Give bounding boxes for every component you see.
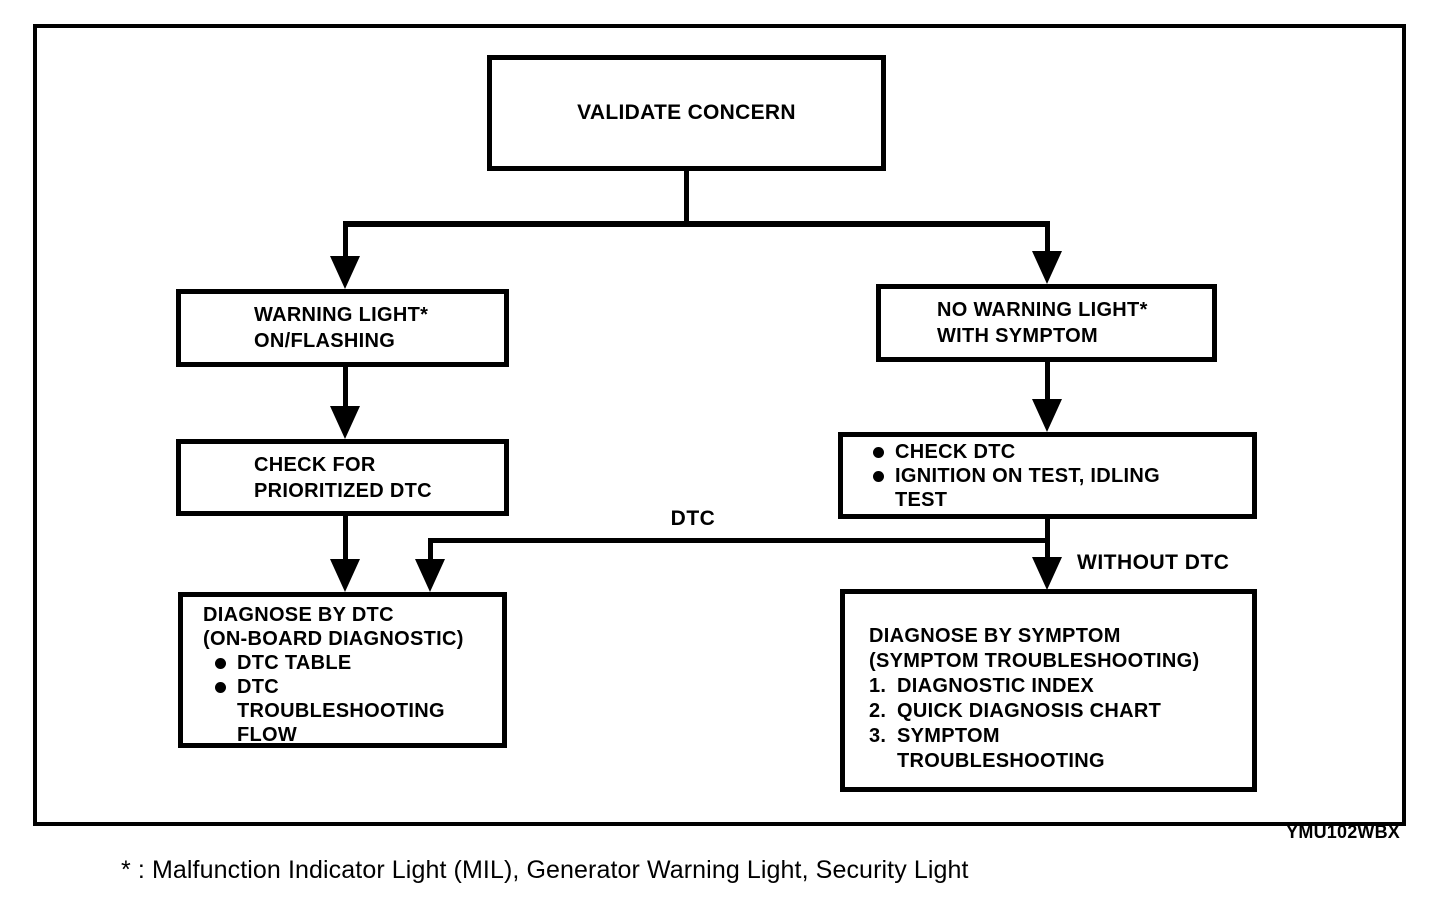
node-no-warning-light: NO WARNING LIGHT* WITH SYMPTOM [876,284,1217,362]
bullet-item-label: IGNITION ON TEST, IDLING TEST [895,464,1160,511]
node-label-line: (ON-BOARD DIAGNOSTIC) [203,628,464,650]
node-label-line: DIAGNOSE BY SYMPTOM [869,625,1121,647]
numbered-item: 3. SYMPTOM TROUBLESHOOTING [869,724,1252,774]
node-label-line: DIAGNOSE BY DTC [203,604,394,626]
arrow-down-icon [330,559,360,592]
node-label-line: PRIORITIZED DTC [254,479,432,502]
numbered-item-index: 3. [869,725,887,747]
node-validate-concern: VALIDATE CONCERN [487,55,886,171]
connector-top-branch-line [343,221,1050,227]
connector-dtc-branch-left-stem [428,538,433,562]
bullet-item: CHECK DTC [873,440,1252,464]
connector-validate-stem [684,171,689,226]
bullet-icon [873,446,884,458]
edge-label-without-dtc: WITHOUT DTC [1077,551,1230,574]
diagram-frame [33,24,1406,826]
bullet-item: DTC TABLE [203,651,502,675]
footnote-text: * : Malfunction Indicator Light (MIL), G… [121,856,969,884]
bullet-item: DTC TROUBLESHOOTING FLOW [203,675,502,747]
node-label-line: (SYMPTOM TROUBLESHOOTING) [869,650,1200,672]
node-label-line: WARNING LIGHT* [254,304,429,326]
numbered-item-label: SYMPTOM TROUBLESHOOTING [897,725,1105,772]
numbered-item: 1. DIAGNOSTIC INDEX [869,674,1252,699]
numbered-item-label: DIAGNOSTIC INDEX [897,675,1095,697]
bullet-icon [215,682,226,693]
arrow-down-icon [1032,557,1062,590]
figure-code: YMU102WBX [1286,822,1400,842]
node-label-line: ON/FLASHING [254,330,396,352]
node-diagnose-by-symptom: DIAGNOSE BY SYMPTOM (SYMPTOM TROUBLESHOO… [840,589,1257,792]
node-label-line: WITH SYMPTOM [937,325,1099,347]
edge-label-dtc: DTC [670,507,716,530]
bullet-item: IGNITION ON TEST, IDLING TEST [873,464,1252,512]
numbered-item-index: 2. [869,700,887,722]
connector-warning-to-check-stem [343,366,348,408]
node-label: VALIDATE CONCERN [577,101,796,124]
arrow-down-icon [330,256,360,289]
node-check-prioritized-dtc: CHECK FOR PRIORITIZED DTC [176,439,509,516]
node-diagnose-by-dtc: DIAGNOSE BY DTC (ON-BOARD DIAGNOSTIC) DT… [178,592,507,748]
connector-right-branch-stem [1045,221,1050,253]
node-check-dtc-tests: CHECK DTC IGNITION ON TEST, IDLING TEST [838,432,1257,519]
bullet-icon [873,470,884,482]
bullet-item-label: DTC TROUBLESHOOTING FLOW [237,676,445,746]
numbered-item: 2. QUICK DIAGNOSIS CHART [869,699,1252,724]
arrow-down-icon [1032,399,1062,432]
node-label-line: CHECK FOR [254,453,376,476]
connector-dtc-branch-line [428,538,1050,543]
numbered-item-index: 1. [869,675,887,697]
connector-check-to-diagnose-stem [343,516,348,562]
bullet-item-label: DTC TABLE [237,652,352,674]
arrow-down-icon [330,406,360,439]
node-warning-light: WARNING LIGHT* ON/FLASHING [176,289,509,367]
connector-left-branch-stem [343,221,348,258]
arrow-down-icon [415,559,445,592]
bullet-icon [215,658,226,669]
node-label-line: NO WARNING LIGHT* [937,299,1148,321]
bullet-item-label: CHECK DTC [895,440,1016,463]
connector-nowarning-to-checkdtc-stem [1045,361,1050,401]
arrow-down-icon [1032,251,1062,284]
numbered-item-label: QUICK DIAGNOSIS CHART [897,700,1162,722]
